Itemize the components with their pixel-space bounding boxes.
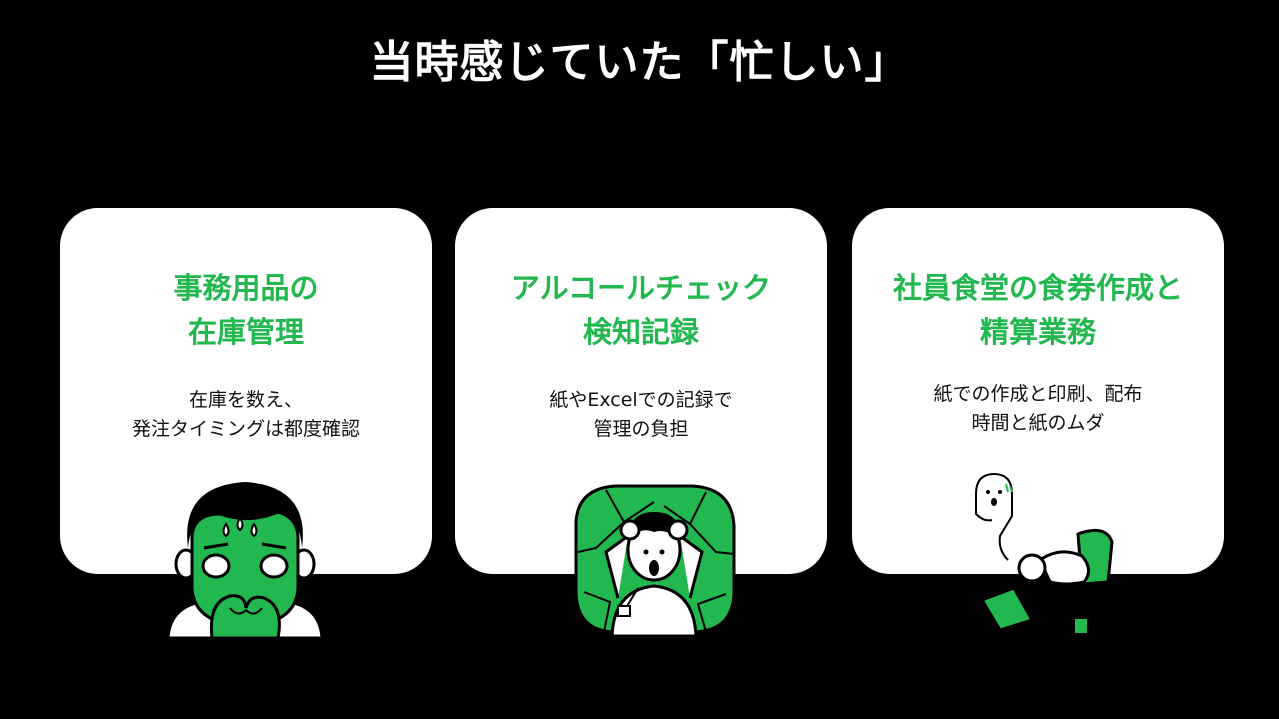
problem-card-cafeteria: 社員食堂の食券作成と 精算業務 紙での作成と印刷、配布 時間と紙のムダ bbox=[852, 208, 1224, 574]
card-description: 紙やExcelでの記録で 管理の負担 bbox=[455, 386, 827, 444]
card-heading-line-1: 社員食堂の食券作成と bbox=[892, 271, 1183, 305]
card-heading-line-1: 事務用品の bbox=[173, 271, 319, 305]
card-description-line-1: 在庫を数え、 bbox=[188, 389, 303, 411]
card-description-line-1: 紙での作成と印刷、配布 bbox=[933, 383, 1143, 405]
card-description: 在庫を数え、 発注タイミングは都度確認 bbox=[60, 386, 432, 444]
card-heading: 社員食堂の食券作成と 精算業務 bbox=[852, 266, 1224, 354]
shocked-person-illustration bbox=[574, 484, 736, 636]
card-heading: 事務用品の 在庫管理 bbox=[60, 266, 432, 354]
exhausted-worker-illustration bbox=[975, 472, 1114, 635]
card-description: 紙での作成と印刷、配布 時間と紙のムダ bbox=[852, 380, 1224, 438]
worried-person-illustration bbox=[166, 482, 324, 638]
card-heading-line-1: アルコールチェック bbox=[510, 271, 772, 305]
card-description-line-2: 時間と紙のムダ bbox=[971, 412, 1105, 434]
card-description-line-1: 紙やExcelでの記録で bbox=[549, 389, 733, 411]
page-title: 当時感じていた「忙しい」 bbox=[369, 37, 910, 88]
card-description-line-2: 管理の負担 bbox=[593, 418, 689, 440]
card-heading-line-2: 精算業務 bbox=[979, 315, 1096, 349]
problem-card-alcohol-check: アルコールチェック 検知記録 紙やExcelでの記録で 管理の負担 bbox=[455, 208, 827, 574]
card-heading: アルコールチェック 検知記録 bbox=[455, 266, 827, 354]
card-description-line-2: 発注タイミングは都度確認 bbox=[131, 418, 360, 440]
card-heading-line-2: 検知記録 bbox=[582, 315, 699, 349]
card-heading-line-2: 在庫管理 bbox=[187, 315, 304, 349]
